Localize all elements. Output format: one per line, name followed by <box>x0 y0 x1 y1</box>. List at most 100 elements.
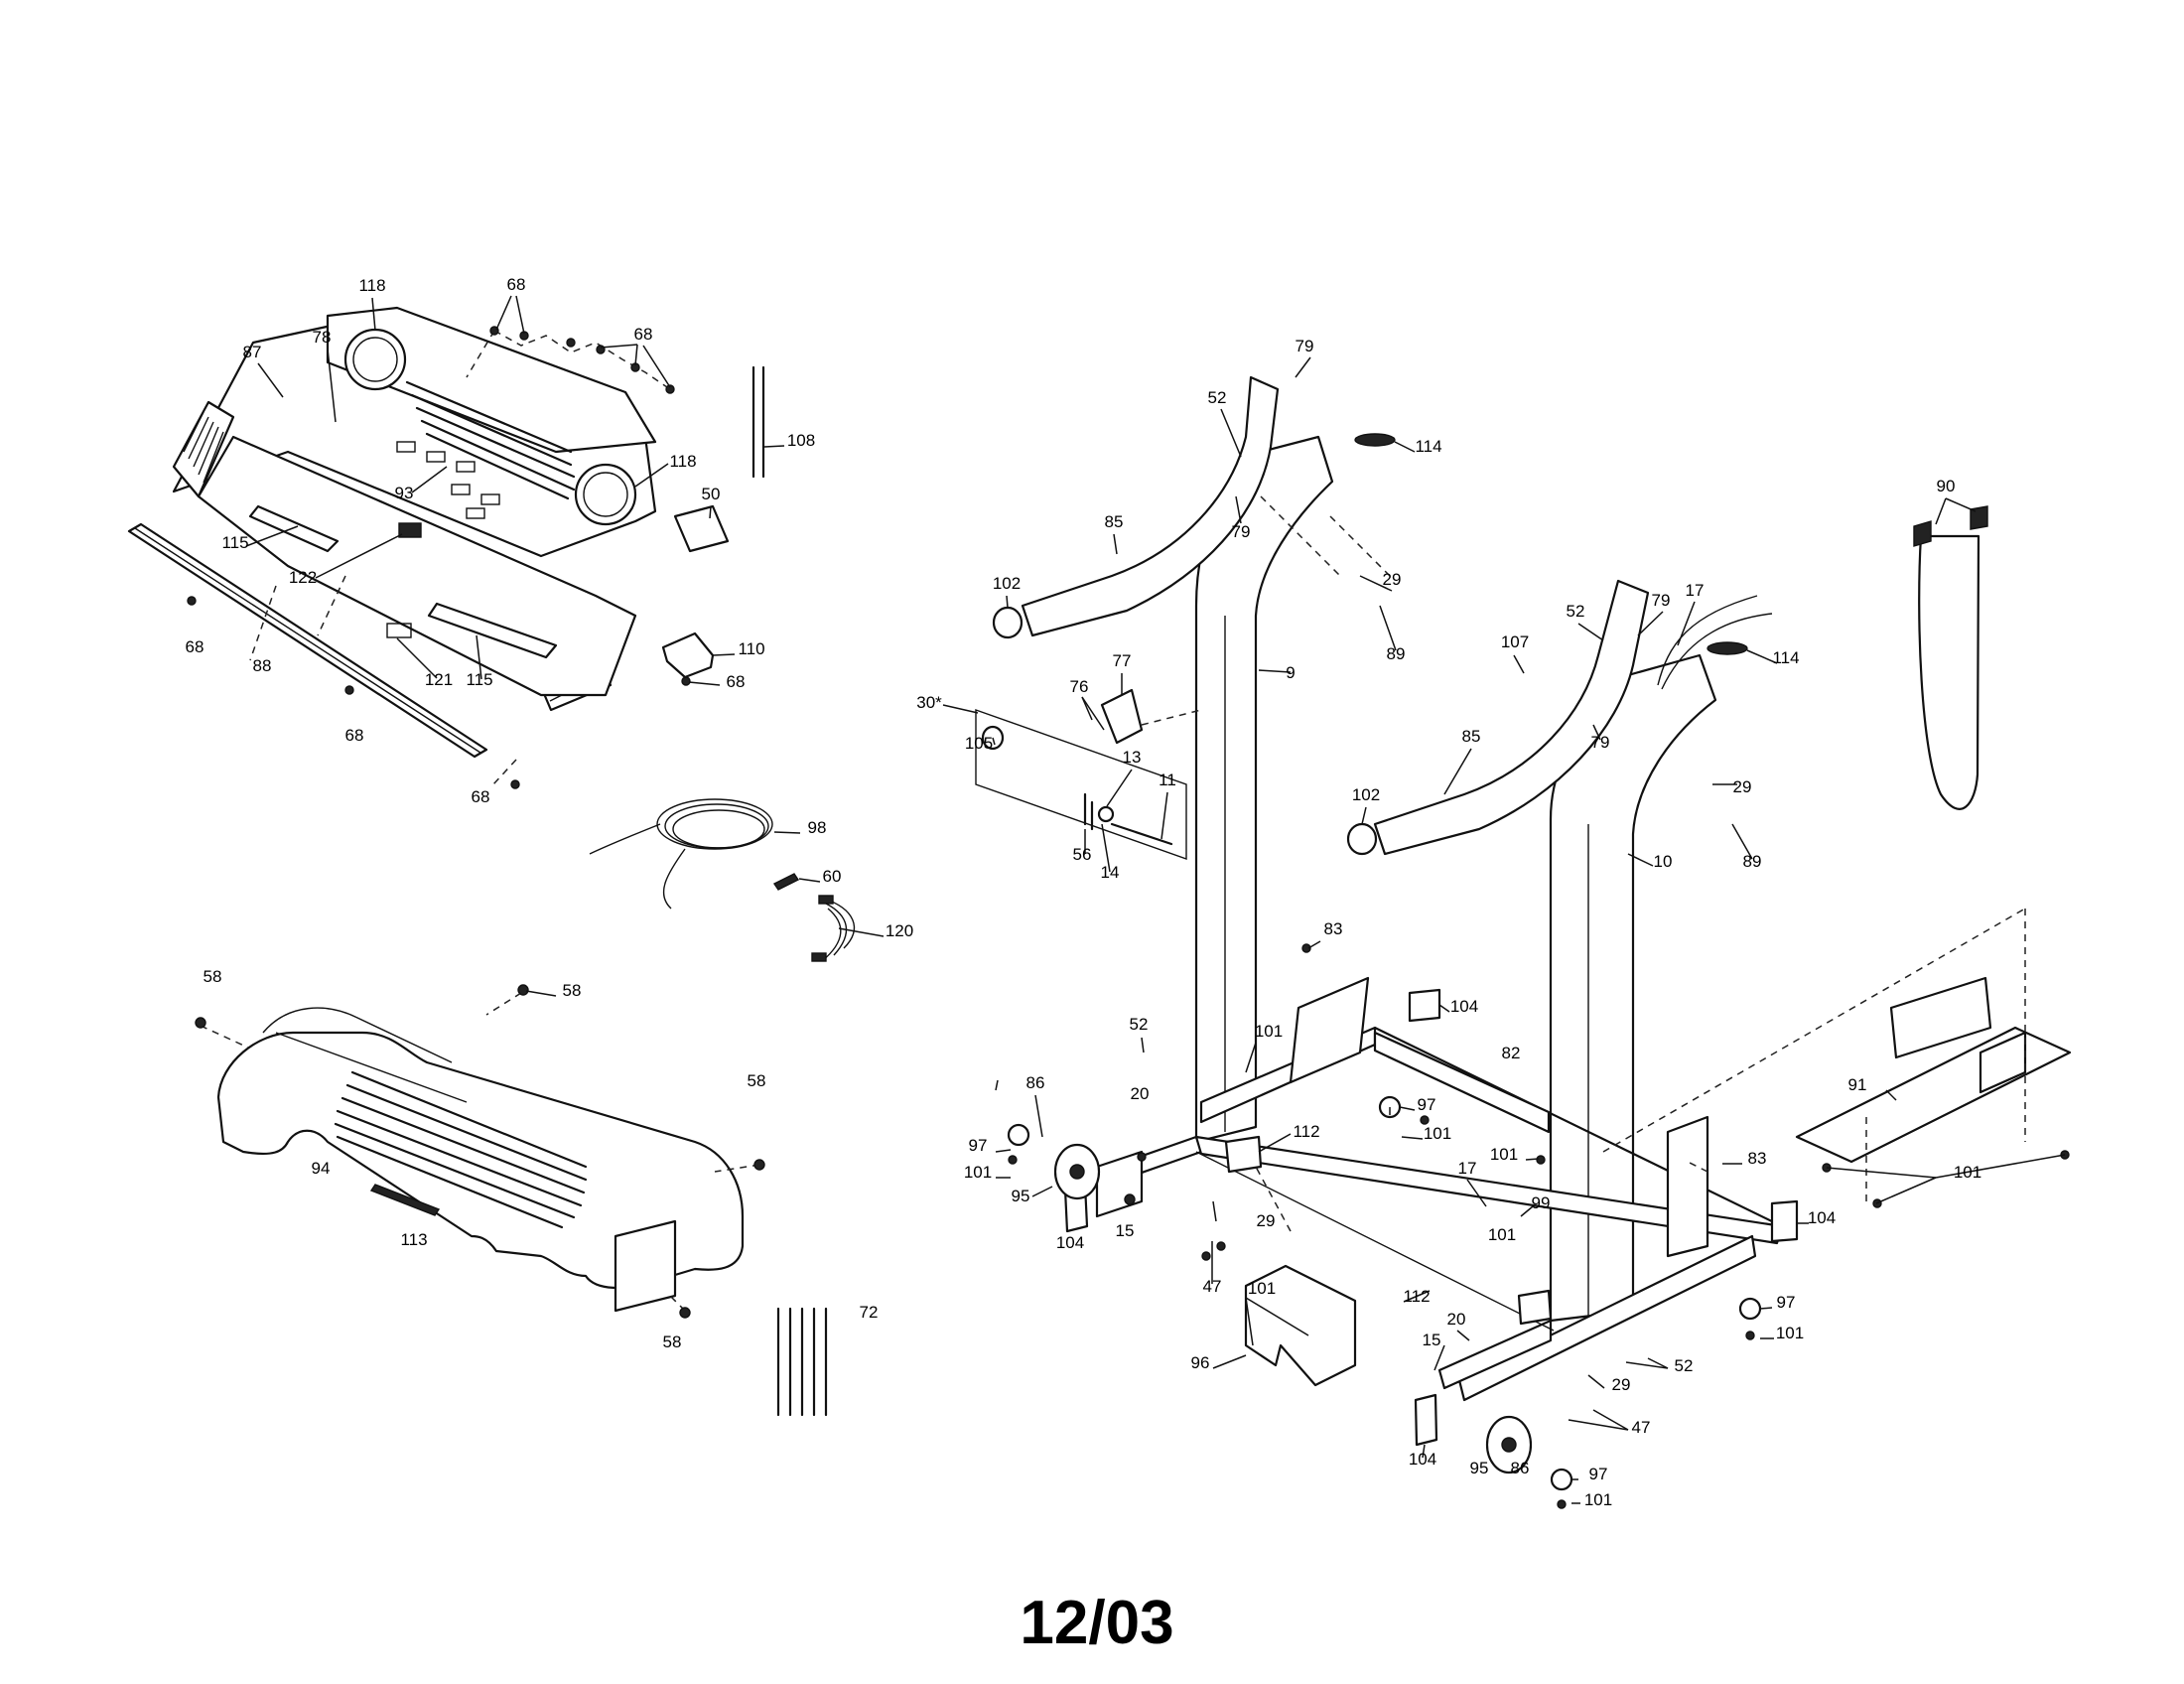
leader-line <box>245 525 299 547</box>
leader-line <box>1587 1374 1605 1389</box>
leader-line <box>1006 595 1009 609</box>
leader-line <box>1379 605 1397 651</box>
leader-line <box>411 466 448 493</box>
callout-c70: 101 <box>964 1163 992 1182</box>
callout-c45: 56 <box>1073 845 1092 864</box>
callout-c54: 29 <box>1733 777 1752 796</box>
leader-line <box>838 927 885 937</box>
callout-c98: 101 <box>1584 1490 1612 1509</box>
callout-c49: 17 <box>1686 581 1705 600</box>
callout-c94: 104 <box>1409 1450 1436 1469</box>
leader-line <box>327 349 337 423</box>
callout-c61: 52 <box>1130 1015 1149 1034</box>
leader-line <box>1627 853 1654 867</box>
callout-c21: 60 <box>823 867 842 886</box>
leader-line <box>1422 1444 1426 1459</box>
callout-c63: 82 <box>1502 1044 1521 1062</box>
leader-line <box>1106 769 1133 807</box>
leader-line <box>1875 1177 1937 1204</box>
callout-c29: 72 <box>860 1303 879 1322</box>
callout-c46: 14 <box>1101 863 1120 882</box>
callout-c75: 47 <box>1203 1277 1222 1296</box>
callout-c36: 29 <box>1383 570 1402 589</box>
leader-line <box>1438 1004 1450 1013</box>
leader-line <box>1466 1179 1487 1207</box>
leader-line <box>773 831 801 834</box>
leader-line <box>1034 1094 1043 1138</box>
callout-c62: 101 <box>1255 1022 1283 1041</box>
callout-c79: 99 <box>1532 1193 1551 1212</box>
leader-line <box>634 463 669 488</box>
callout-c55: 102 <box>1352 785 1380 804</box>
console-assembly <box>127 306 855 962</box>
leader-line <box>1307 940 1321 949</box>
callout-c4: 87 <box>243 343 262 361</box>
callout-c22: 120 <box>886 921 913 940</box>
callout-c96: 86 <box>1511 1459 1530 1477</box>
callout-labels: 118 68 68 87 78 118 93 115 122 68 88 121… <box>186 275 1982 1509</box>
callout-c77: 83 <box>1748 1149 1767 1168</box>
callout-c83: 104 <box>1808 1208 1836 1227</box>
leader-line <box>942 704 979 714</box>
leader-line <box>1568 1419 1629 1431</box>
callout-c97: 97 <box>1589 1465 1608 1483</box>
callout-c20: 98 <box>808 818 827 837</box>
leader-line <box>1520 1205 1534 1217</box>
callout-c91: 52 <box>1675 1356 1694 1375</box>
leader-line <box>257 362 284 398</box>
leader-line <box>1935 497 1947 525</box>
leader-line <box>1513 654 1525 674</box>
leader-line <box>1592 1409 1629 1431</box>
callout-c5: 78 <box>313 328 332 347</box>
leader-line <box>396 637 438 679</box>
callout-c51: 114 <box>1772 648 1799 667</box>
callout-c7: 93 <box>395 484 414 502</box>
callout-c88: 15 <box>1423 1331 1441 1349</box>
leader-line <box>1295 356 1311 378</box>
callout-c30: 52 <box>1208 388 1227 407</box>
callout-c69: 97 <box>969 1136 988 1155</box>
leader-line <box>688 681 721 686</box>
callout-c80: 101 <box>1488 1225 1516 1244</box>
callout-c37: 89 <box>1387 644 1406 663</box>
leader-line <box>995 1149 1012 1153</box>
callout-c38: 9 <box>1286 663 1295 682</box>
leader-line <box>1245 1297 1309 1336</box>
callout-c19: 68 <box>727 672 746 691</box>
leader-line <box>798 878 821 883</box>
leader-line <box>1433 1344 1445 1371</box>
callout-c50: 107 <box>1501 632 1529 651</box>
leader-line <box>1361 806 1367 825</box>
leader-line <box>371 297 376 332</box>
revision-date: 12/03 <box>1020 1589 1173 1657</box>
leader-line <box>763 445 785 448</box>
leader-line <box>1141 1037 1145 1053</box>
callout-c6: 118 <box>669 452 696 471</box>
callout-c81: 91 <box>1848 1075 1867 1094</box>
leader-line <box>1746 649 1778 664</box>
leader-line <box>1235 495 1242 524</box>
callout-c67: 20 <box>1131 1084 1150 1103</box>
callout-c24: 58 <box>563 981 582 1000</box>
leader-line <box>992 737 996 746</box>
motor-hood-assembly <box>195 984 828 1417</box>
callout-c17: 50 <box>702 485 721 503</box>
leader-line <box>1220 408 1242 458</box>
callout-c25: 58 <box>748 1071 766 1090</box>
callout-c59: 83 <box>1324 919 1343 938</box>
callout-c58: 90 <box>1937 477 1956 495</box>
leader-line <box>315 533 403 579</box>
callout-c92: 29 <box>1612 1375 1631 1394</box>
callout-c27: 113 <box>400 1230 427 1249</box>
callout-c35: 102 <box>993 574 1021 593</box>
leader-line <box>1245 1297 1254 1346</box>
callout-c82: 101 <box>1954 1163 1981 1182</box>
leader-line <box>1759 1307 1773 1310</box>
leader-line <box>1525 1158 1540 1161</box>
callout-c8: 115 <box>221 533 248 552</box>
callout-c73: 15 <box>1116 1221 1135 1240</box>
callout-c66: 86 <box>1026 1073 1045 1092</box>
leader-line <box>1101 823 1111 873</box>
leader-line <box>1592 724 1601 741</box>
callout-c76: 101 <box>1490 1145 1518 1164</box>
